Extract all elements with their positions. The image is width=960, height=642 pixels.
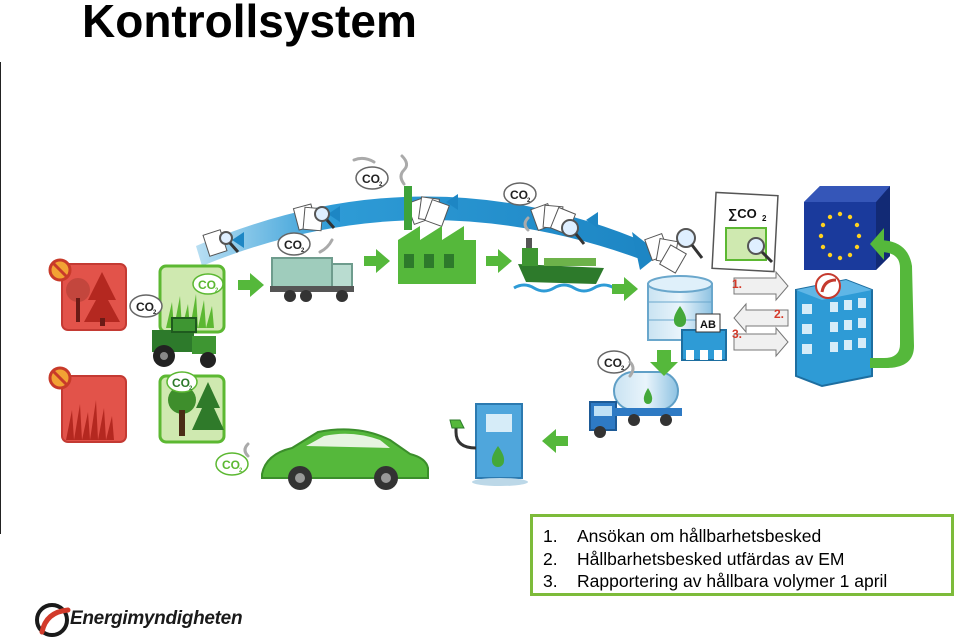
document-stack-1 (202, 229, 240, 257)
arc-arrow-1 (232, 232, 244, 248)
tanker-truck-icon (589, 371, 682, 438)
fuel-pump-icon (449, 403, 528, 486)
sum-co2-subscript: 2 (762, 214, 767, 223)
svg-text:2: 2 (153, 310, 157, 316)
svg-text:CO: CO (284, 238, 302, 252)
svg-text:CO: CO (362, 172, 380, 186)
flow-arrow-2: 2. (733, 302, 789, 334)
flow-number-1: 1. (732, 277, 742, 291)
green-arrow-factory-to-ship (486, 249, 512, 273)
step-text: Rapportering av hållbara volymer 1 april (577, 571, 888, 591)
sustainability-certificate: ∑CO 2 (711, 191, 779, 273)
green-arrow-down-to-tanker (650, 350, 678, 376)
flow-arrow-3: 3. (732, 326, 789, 358)
green-arrow-ship-to-tank (612, 277, 638, 301)
svg-text:CO: CO (198, 278, 216, 292)
co2-bubble-factory: CO 2 (355, 166, 389, 190)
green-land-forest (158, 374, 226, 444)
truck-icon (270, 257, 354, 302)
step-text: Ansökan om hållbarhetsbesked (577, 526, 822, 546)
svg-text:2: 2 (527, 198, 531, 204)
return-loop-arrow-head (870, 228, 884, 260)
svg-text:CO: CO (136, 300, 154, 314)
page-title: Kontrollsystem (82, 0, 417, 47)
green-arrow-land-to-truck (238, 273, 264, 297)
step-number: 2. (543, 548, 558, 569)
svg-text:2: 2 (215, 288, 219, 294)
company-building-ab: AB (681, 313, 727, 361)
steps-legend-box: 1. Ansökan om hållbarhetsbesked 2. Hållbar… (530, 514, 954, 596)
flow-number-3: 3. (732, 327, 742, 341)
step-number: 1. (543, 526, 558, 546)
co2-bubble-forest: CO 2 (166, 371, 198, 393)
step-item-3: 3. Rapportering av hållbara volymer 1 apr… (543, 570, 951, 593)
sum-co2-label: ∑CO (728, 206, 757, 221)
green-arrow-tanker-to-pump (542, 429, 568, 453)
co2-bubble-tractor: CO 2 (129, 294, 163, 318)
ship-icon (513, 238, 615, 293)
document-flow-arc-arrow-head (632, 232, 660, 270)
smoke-puffs (243, 154, 635, 458)
supply-chain-diagram: AB (48, 154, 914, 490)
svg-text:CO: CO (222, 458, 240, 472)
eu-cube-icon (804, 186, 890, 270)
document-stack-4 (530, 202, 586, 245)
arc-arrow-3 (446, 194, 458, 210)
co2-bubble-ship: CO 2 (503, 182, 537, 206)
arc-arrow-4 (586, 212, 598, 228)
tractor-icon (152, 317, 216, 368)
red-land-grass (61, 375, 127, 443)
svg-text:2: 2 (301, 248, 305, 254)
svg-text:2: 2 (239, 468, 243, 474)
svg-text:2: 2 (189, 386, 193, 392)
eu-stars (818, 211, 862, 261)
authority-building-icon (795, 273, 873, 388)
factory-icon (398, 186, 476, 284)
step-item-1: 1. Ansökan om hållbarhetsbesked (543, 525, 951, 548)
flow-number-2: 2. (774, 307, 784, 321)
documents-on-arc (202, 196, 704, 274)
step-number: 3. (543, 571, 558, 591)
svg-text:CO: CO (172, 376, 190, 390)
no-symbol-icon-1 (48, 258, 72, 282)
energimyndigheten-logo: Energimyndigheten (34, 598, 294, 642)
return-loop-arrow (870, 240, 914, 368)
co2-bubble-tanker: CO 2 (597, 350, 631, 374)
energimyndigheten-logo-icon (35, 603, 71, 637)
svg-text:2: 2 (379, 182, 383, 188)
document-stack-2 (292, 203, 336, 232)
document-stack-3 (406, 196, 450, 228)
svg-text:CO: CO (510, 188, 528, 202)
step-text: Hållbarhetsbesked utfärdas av EM (577, 548, 845, 569)
steps-list: 1. Ansökan om hållbarhetsbesked 2. Hållbar… (543, 525, 951, 593)
flow-arrow-1: 1. (732, 270, 789, 302)
logo-text: Energimyndigheten (70, 608, 243, 629)
ab-label: AB (700, 319, 716, 331)
co2-bubble-car: CO 2 (215, 452, 249, 476)
red-land-forest (61, 263, 127, 331)
svg-text:2: 2 (621, 366, 625, 372)
co2-bubble-grass: CO 2 (192, 273, 224, 295)
car-icon (261, 428, 429, 490)
co2-bubbles: CO 2 CO 2 CO 2 CO 2 CO 2 CO 2 (129, 166, 631, 476)
document-stack-5 (644, 228, 704, 274)
left-divider (0, 62, 1, 534)
svg-text:CO: CO (604, 356, 622, 370)
arc-arrow-2 (328, 206, 340, 222)
step-item-2: 2. Hållbarhetsbesked utfärdas av EM (543, 548, 951, 571)
green-chain-arrows (238, 249, 678, 453)
no-symbol-icon-2 (48, 366, 72, 390)
co2-bubble-truck: CO 2 (277, 232, 311, 256)
green-arrow-truck-to-factory (364, 249, 390, 273)
